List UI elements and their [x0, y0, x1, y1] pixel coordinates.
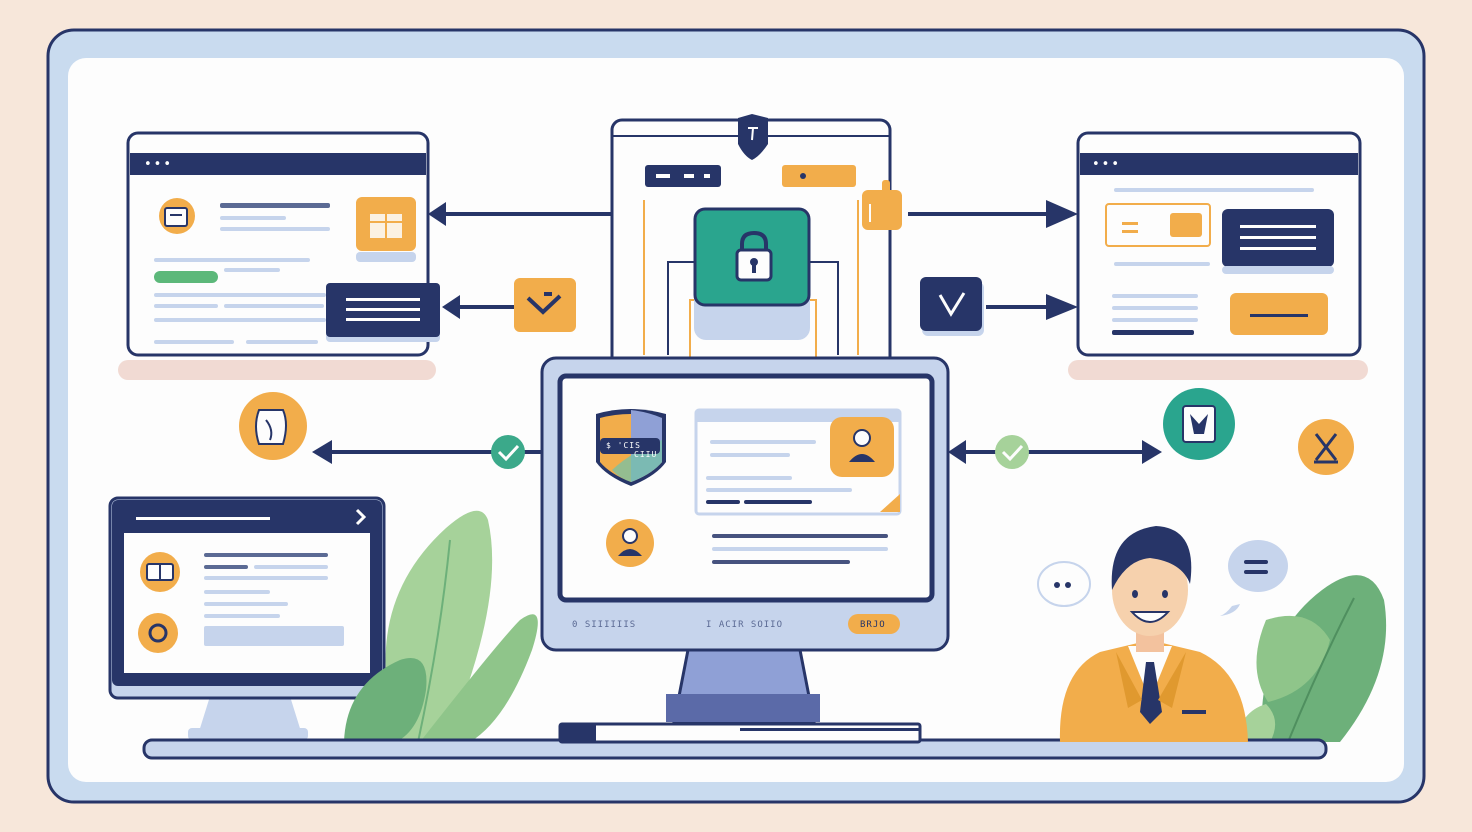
right-window-titlebar	[1080, 153, 1358, 175]
check-icon	[491, 435, 525, 469]
arrow-right-mid	[1046, 294, 1078, 320]
lock-icon	[735, 230, 773, 282]
arrowheads	[312, 154, 1162, 464]
check-icon-right	[995, 435, 1029, 469]
monitor-status-center-text: I ACIR SOIIO	[706, 620, 784, 630]
key-icon	[738, 114, 768, 160]
teal-id-card-icon	[1163, 388, 1235, 460]
right-browser-window: •••	[1076, 131, 1362, 357]
arrow-right-lower	[1142, 440, 1162, 464]
server-tag-orange	[782, 165, 856, 187]
speech-bubble-right	[1220, 540, 1288, 616]
settings-sync-icon	[138, 613, 178, 653]
left-document-circle-icon	[239, 392, 307, 460]
orange-check-badge	[514, 278, 576, 332]
approval-hand-icon	[862, 180, 902, 230]
left-data-card	[326, 283, 440, 342]
left-window-titlebar	[130, 153, 426, 175]
shield-label-bottom: CIIU	[634, 450, 658, 459]
monitor-status-bar	[558, 612, 934, 636]
arrow-left-lower	[312, 440, 332, 464]
left-desktop-monitor	[108, 496, 386, 740]
arrow-into-monitor	[948, 440, 966, 464]
plant-right	[1236, 575, 1387, 743]
arrow-right-top	[1046, 200, 1078, 228]
user-avatar-icon	[606, 519, 654, 567]
monitor-status-left-text: 0 SIIIIIIS	[572, 620, 637, 630]
arrow-left-top	[428, 202, 446, 226]
right-window-shadow	[1068, 360, 1368, 380]
left-desktop-input[interactable]	[204, 626, 344, 646]
server-tag-dark	[645, 165, 721, 187]
green-progress-bar	[154, 271, 218, 283]
user-icon	[849, 429, 875, 462]
chevron-right-icon[interactable]	[355, 508, 367, 526]
left-window-shadow	[118, 360, 436, 380]
monitor-status-button[interactable]	[848, 614, 900, 634]
arrow-left-mid	[442, 295, 460, 319]
right-window-dots: •••	[1092, 157, 1121, 172]
plant-left	[344, 510, 538, 743]
left-window-dots: •••	[144, 157, 173, 172]
tools-icon	[1298, 419, 1354, 475]
navy-check-badge	[920, 277, 984, 336]
keyboard	[558, 722, 922, 744]
speech-bubble-left	[1037, 561, 1091, 607]
shield-label-top: $ 'CIS	[606, 441, 641, 450]
shield-icon	[596, 409, 666, 486]
monitor-status-button-label: BRJO	[860, 620, 886, 630]
profile-card	[694, 408, 902, 516]
assistant-avatar	[1059, 526, 1248, 742]
